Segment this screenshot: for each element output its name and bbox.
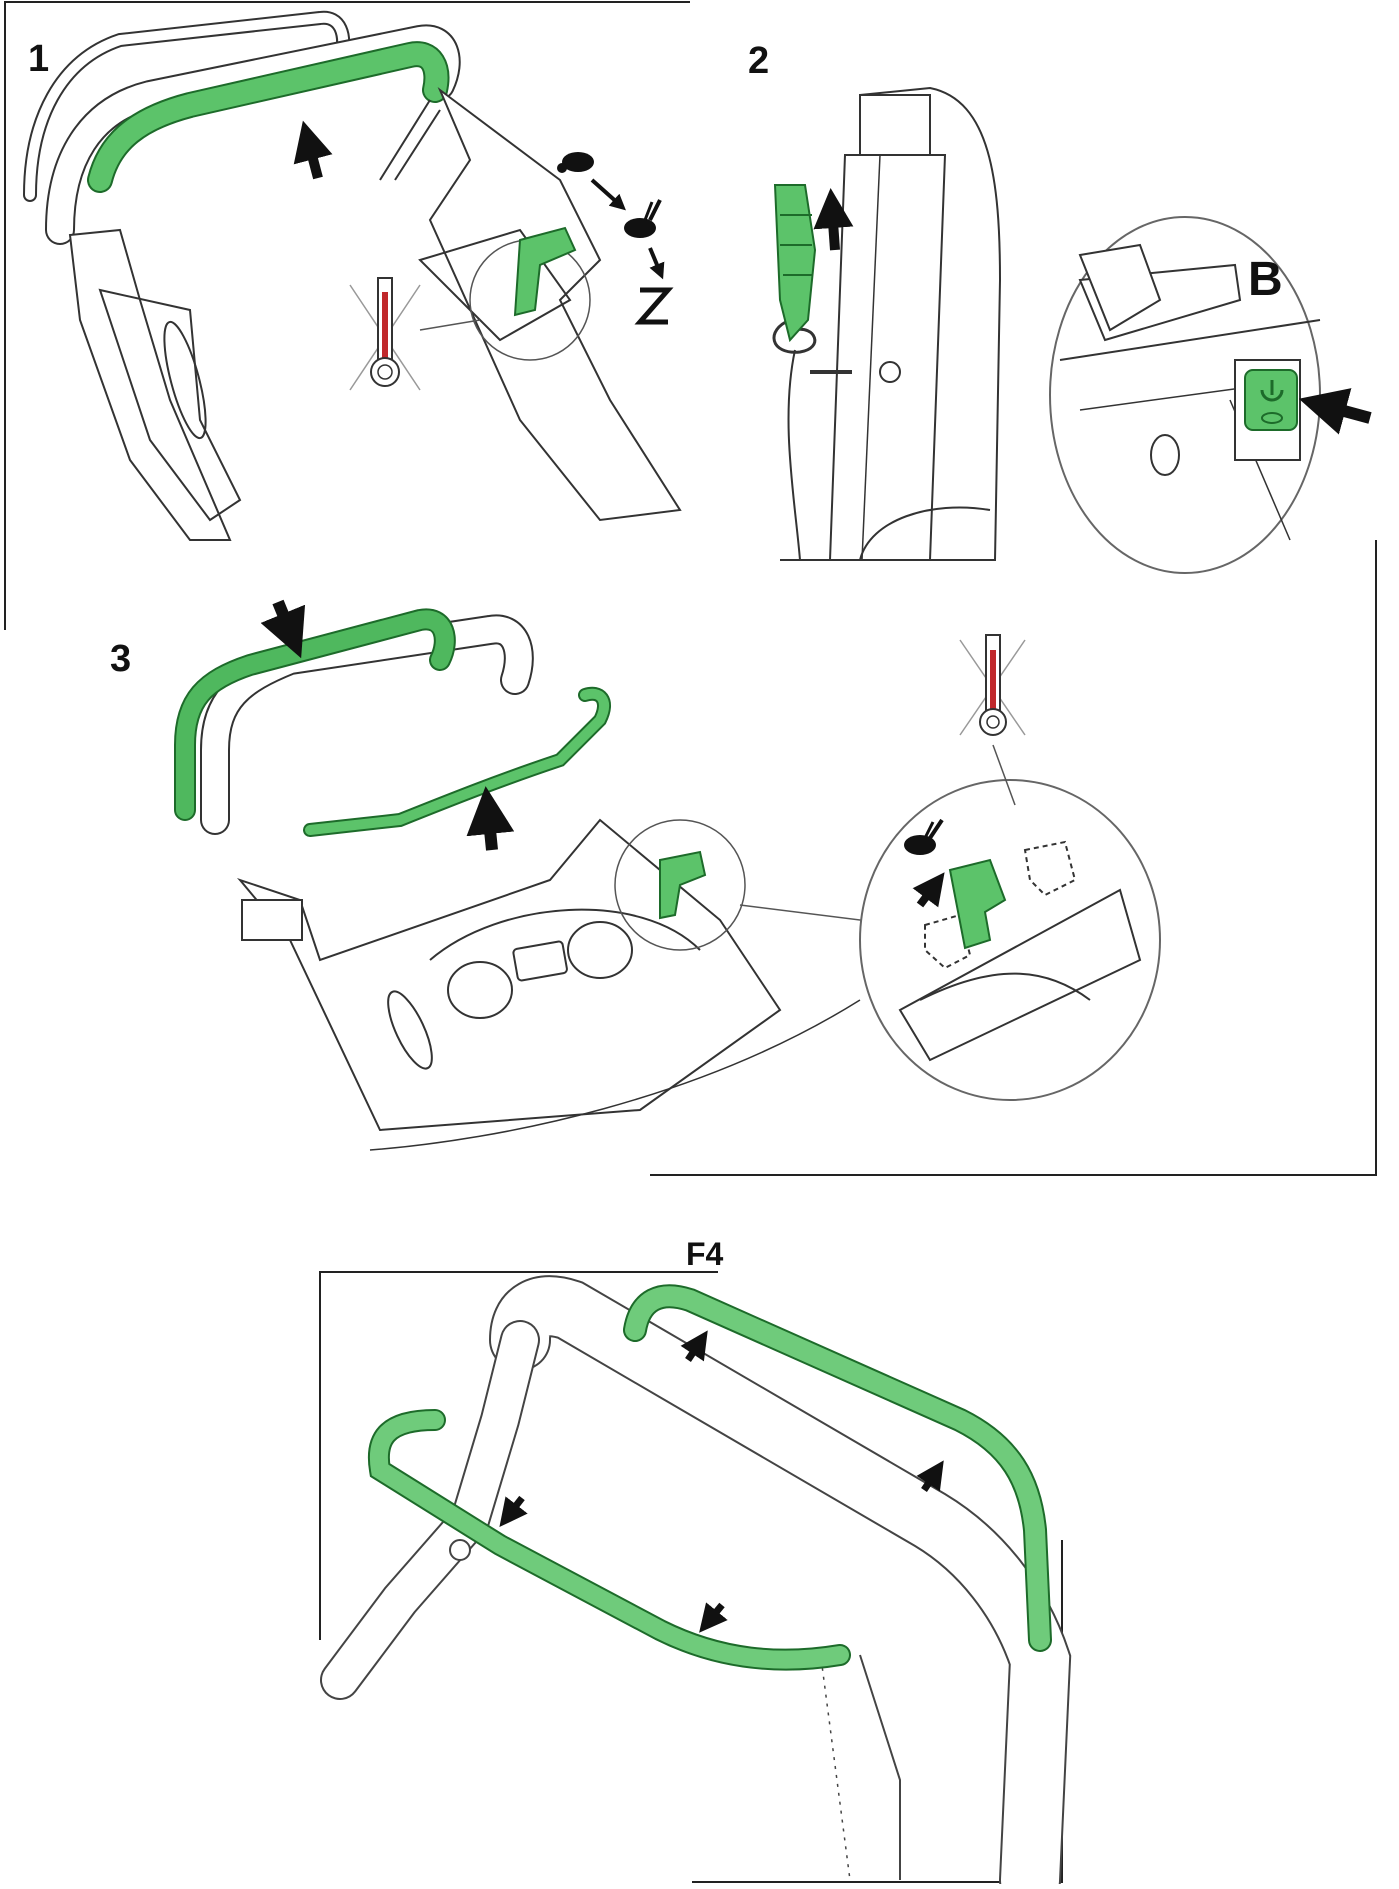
step-2-label: 2	[748, 40, 770, 82]
turtle-icon	[557, 152, 594, 173]
arrow-icon	[590, 178, 626, 211]
arrow-icon	[499, 1495, 528, 1528]
arrow-icon	[293, 120, 333, 180]
detail-b	[1049, 216, 1372, 574]
figure-label: F4	[686, 1236, 724, 1272]
speed-lever-3	[659, 850, 707, 920]
power-icon	[1260, 380, 1284, 424]
arrow-icon	[699, 1602, 728, 1633]
crossed-thermometer-icon	[959, 634, 1026, 736]
arrow-icon	[260, 599, 306, 659]
arrow-icon	[466, 786, 515, 851]
arrow-icon	[680, 1330, 708, 1362]
step-1-label: 1	[28, 38, 50, 80]
arrow-icon	[1298, 388, 1372, 435]
detail-speed	[859, 634, 1161, 1101]
sleep-z-icon	[634, 287, 674, 325]
crossed-thermometer-icon	[349, 277, 481, 391]
arrow-icon	[648, 247, 665, 280]
step-3-label: 3	[110, 638, 132, 680]
panel-f4	[320, 1275, 1072, 1889]
speed-lever-1	[513, 226, 577, 317]
panel-1	[23, 10, 682, 541]
cable-clip	[773, 184, 817, 343]
arrow-icon	[916, 1460, 944, 1492]
rabbit-icon	[904, 818, 944, 855]
detail-b-label: B	[1248, 253, 1283, 306]
panel-2	[772, 86, 1002, 561]
rabbit-icon	[624, 199, 662, 238]
speed-lever-detail	[948, 858, 1007, 950]
arrow-icon	[813, 188, 854, 251]
panel-3	[174, 599, 901, 1151]
arrow-icon	[912, 872, 945, 908]
